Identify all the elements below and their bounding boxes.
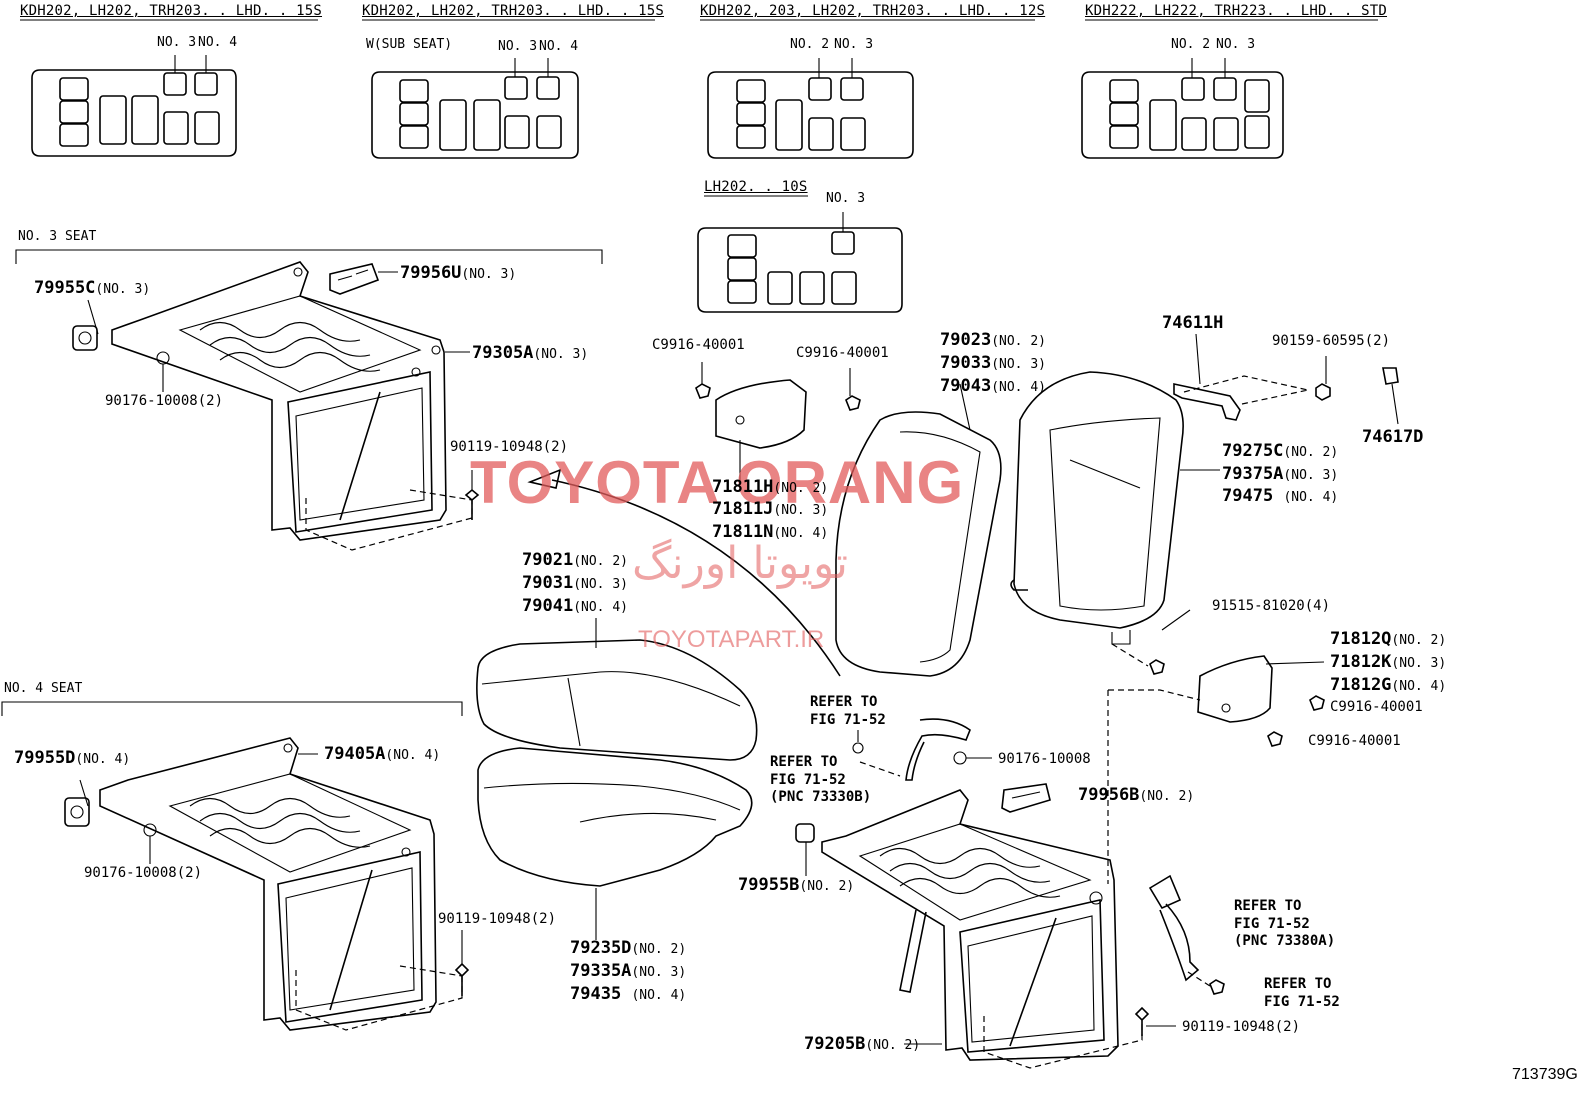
part-label: 79305A(NO. 3): [472, 343, 589, 363]
trim-cover-b: [1197, 655, 1325, 747]
part-label: 79235D(NO. 2): [570, 938, 687, 958]
header-underlines: [20, 19, 1378, 197]
part-label: 71812Q(NO. 2): [1330, 629, 1447, 649]
seat-back: [835, 371, 1184, 677]
seat-belt: [852, 718, 971, 781]
seat-mark: NO. 2: [790, 37, 830, 52]
layout-header: LH202. . 10S: [704, 179, 808, 195]
part-label: 79335A(NO. 3): [570, 961, 687, 981]
part-label: 71811J(NO. 3): [712, 499, 829, 519]
seat-layout-15s-a: [31, 55, 237, 157]
trim-cover-a: [695, 362, 861, 484]
refer-arrow: [527, 468, 841, 677]
part-label: 79405A(NO. 4): [324, 744, 441, 764]
leader-lines: [595, 383, 1220, 1045]
seat-mark: NO. 3: [157, 35, 197, 50]
part-label: 79955D(NO. 4): [14, 748, 131, 768]
part-label: 79031(NO. 3): [522, 573, 628, 593]
no3-seat-bracket: [15, 249, 603, 264]
part-label: 91515-81020(4): [1212, 598, 1331, 614]
layout-header: KDH202, LH202, TRH203. . LHD. . 15S: [20, 3, 323, 19]
part-label: 90176-10008: [998, 751, 1091, 767]
seat-mark: NO. 3: [1216, 37, 1256, 52]
no2-seat-frame: [795, 689, 1201, 1069]
part-label: 79955B(NO. 2): [738, 875, 855, 895]
seat-cushion: [476, 639, 758, 940]
no4-seat-frame: [64, 737, 470, 1031]
part-label: C9916-40001: [1330, 699, 1423, 715]
layout-subtitle: W(SUB SEAT): [366, 37, 453, 52]
watermark-site: TOYOTAPART.IR: [638, 626, 825, 653]
seat-layout-15s-b: [371, 58, 579, 159]
part-label: 79435 (NO. 4): [570, 984, 687, 1004]
part-label: 79205B(NO. 2): [804, 1034, 921, 1054]
seat-mark: NO. 4: [539, 39, 579, 54]
part-label: 74617D: [1362, 427, 1424, 447]
seat-layout-10s: [697, 212, 903, 313]
buckle: [1148, 874, 1225, 995]
layout-header: KDH222, LH222, TRH223. . LHD. . STD: [1085, 3, 1388, 19]
part-label: 79023(NO. 2): [940, 330, 1046, 350]
part-label: 90176-10008(2): [84, 865, 203, 881]
layout-header: KDH202, 203, LH202, TRH203. . LHD. . 12S: [700, 3, 1046, 19]
part-label: 71811N(NO. 4): [712, 522, 829, 542]
no3-seat-frame: [72, 261, 480, 551]
group-no3-seat: NO. 3 SEAT: [18, 229, 97, 244]
layout-header: KDH202, LH202, TRH203. . LHD. . 15S: [362, 3, 665, 19]
part-label: 90159-60595(2): [1272, 333, 1391, 349]
part-label: C9916-40001: [1308, 733, 1401, 749]
seat-layout-12s: [707, 58, 914, 159]
part-label: 71811H(NO. 2): [712, 477, 829, 497]
part-label: C9916-40001: [652, 337, 745, 353]
part-label: 90119-10948(2): [1182, 1019, 1301, 1035]
seat-mark: NO. 3: [834, 37, 874, 52]
part-label: 79041(NO. 4): [522, 596, 628, 616]
part-label: 79033(NO. 3): [940, 353, 1046, 373]
no4-seat-bracket: [1, 701, 463, 716]
part-label: 79956B(NO. 2): [1078, 785, 1195, 805]
part-label: 90119-10948(2): [438, 911, 557, 927]
part-label: 79021(NO. 2): [522, 550, 628, 570]
watermark-persian: تویوتا اورنگ: [632, 538, 848, 589]
watermark-title: TOYOTA ORANG: [470, 449, 965, 516]
part-label: 79375A(NO. 3): [1222, 464, 1339, 484]
seat-mark: NO. 3: [826, 191, 866, 206]
part-label: 74611H: [1162, 313, 1224, 333]
part-label: 79956U(NO. 3): [400, 263, 517, 283]
part-label: 71812G(NO. 4): [1330, 675, 1447, 695]
part-label: 90176-10008(2): [105, 393, 224, 409]
headrest-bracket: [1173, 333, 1399, 425]
part-label: 79475 (NO. 4): [1222, 486, 1339, 506]
seat-mark: NO. 3: [498, 39, 538, 54]
figure-number: 713739G: [1512, 1066, 1578, 1083]
seat-mark: NO. 2: [1171, 37, 1211, 52]
part-label: 79955C(NO. 3): [34, 278, 151, 298]
part-label: 71812K(NO. 3): [1330, 652, 1447, 672]
part-label: C9916-40001: [796, 345, 889, 361]
part-label: 90119-10948(2): [450, 439, 569, 455]
seat-layout-std: [1081, 58, 1284, 159]
part-label: 79275C(NO. 2): [1222, 441, 1339, 461]
seat-mark: NO. 4: [198, 35, 238, 50]
group-no4-seat: NO. 4 SEAT: [4, 681, 83, 696]
part-label: 79043(NO. 4): [940, 376, 1046, 396]
